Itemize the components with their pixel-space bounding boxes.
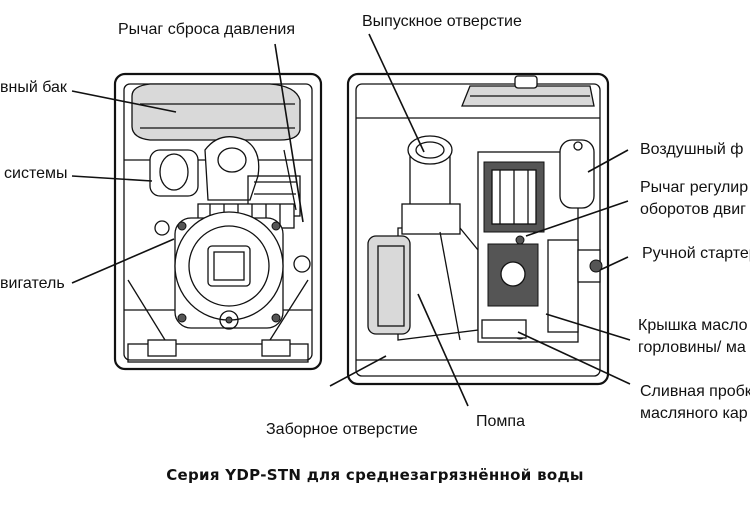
label-engine: вигатель: [0, 275, 65, 292]
right-engine: [477, 139, 603, 343]
label-pressure-lever: Рычаг сброса давления: [118, 21, 296, 38]
leader-lines: [71, 33, 631, 407]
label-oil-cap-2: горловины/ ма: [638, 339, 746, 356]
right-fuel-tank: [461, 75, 595, 107]
label-system: системы: [4, 165, 68, 182]
label-pump: Помпа: [476, 413, 525, 430]
label-speed-lever-2: оборотов двиг: [640, 201, 747, 218]
right-pump-body: [367, 203, 479, 341]
label-oil-cap-1: Крышка масло: [638, 317, 748, 334]
label-fuel-tank: вный бак: [0, 79, 67, 96]
left-pump-housing: [147, 149, 311, 357]
label-drain-plug-1: Сливная пробк: [640, 383, 750, 400]
label-drain-plug-2: масляного кар: [640, 405, 748, 422]
right-frame: [346, 72, 610, 386]
figure-caption: Серия YDP-STN для среднезагрязнённой вод…: [166, 466, 584, 484]
label-manual-starter: Ручной стартер: [642, 245, 750, 262]
label-air-filter: Воздушный ф: [640, 141, 744, 158]
left-fuel-tank: [131, 83, 301, 141]
label-speed-lever-1: Рычаг регулир: [640, 179, 749, 196]
label-outlet: Выпускное отверстие: [362, 13, 522, 30]
label-inlet: Заборное отверстие: [266, 421, 418, 438]
